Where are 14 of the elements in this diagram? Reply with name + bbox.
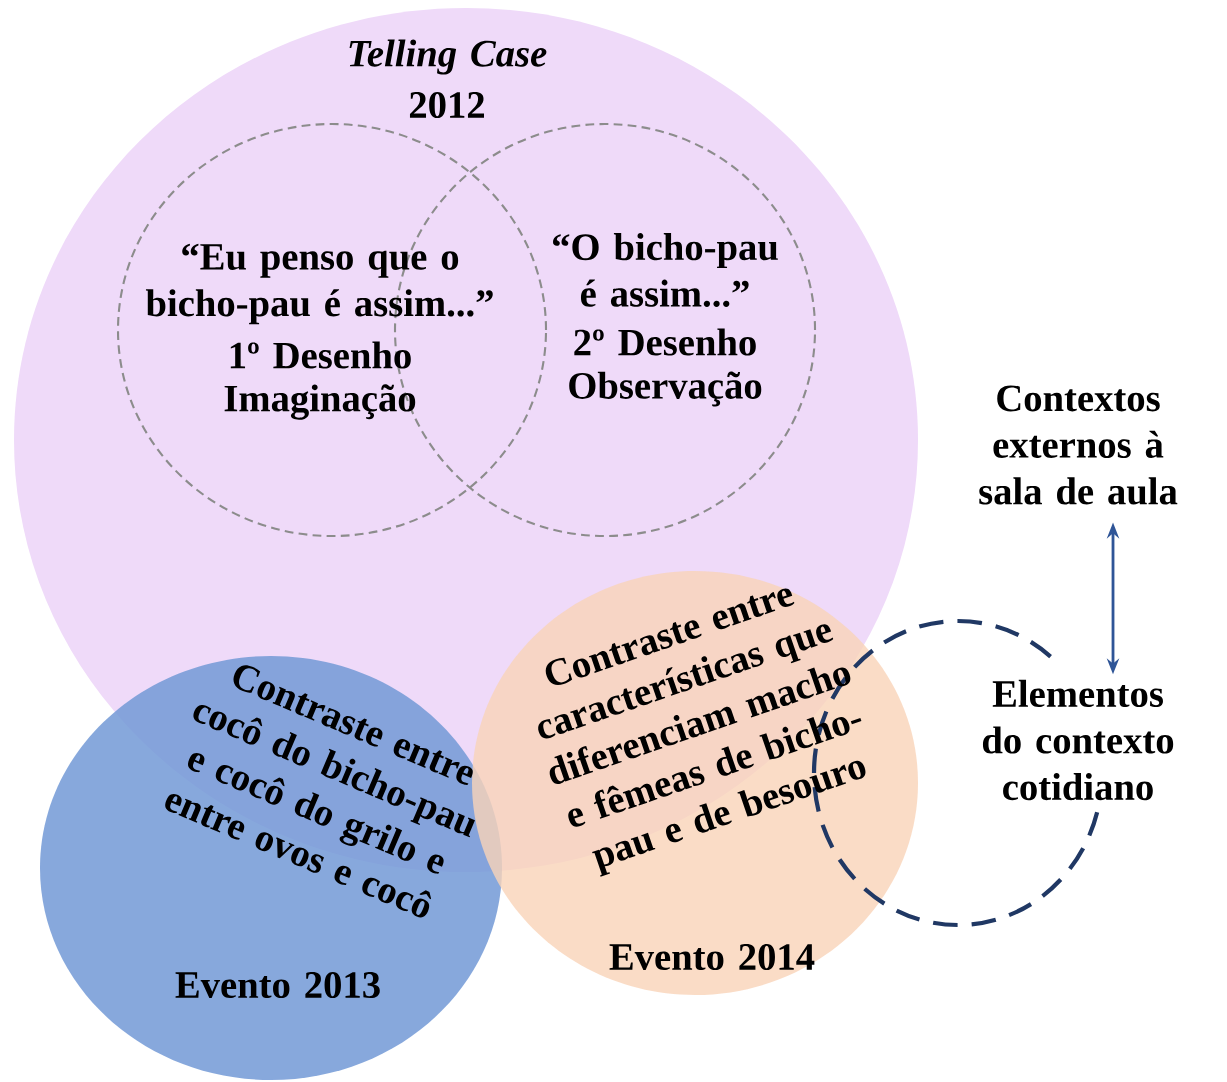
- circle-label: Evento 2013: [175, 971, 380, 999]
- circle-label: Evento 2014: [609, 943, 815, 971]
- circle-label: “Eu penso que o bicho-pau é assim...”: [145, 243, 493, 325]
- circle-label: Telling Case: [349, 39, 547, 75]
- circle-label: 1º Desenho: [230, 341, 411, 369]
- text-label: Contextos externos à sala de aula: [979, 385, 1178, 505]
- circle-label: Imaginação: [224, 384, 416, 420]
- circle-label: Observação: [569, 371, 762, 407]
- circle-label: 2º Desenho: [574, 328, 756, 356]
- circle: [40, 656, 502, 1080]
- text-label: Elementos do contexto cotidiano: [982, 679, 1174, 801]
- dashed-circle: [116, 122, 548, 538]
- circle-label: 2012: [409, 91, 484, 119]
- circle-label: “O bicho-pau é assim...”: [553, 233, 778, 307]
